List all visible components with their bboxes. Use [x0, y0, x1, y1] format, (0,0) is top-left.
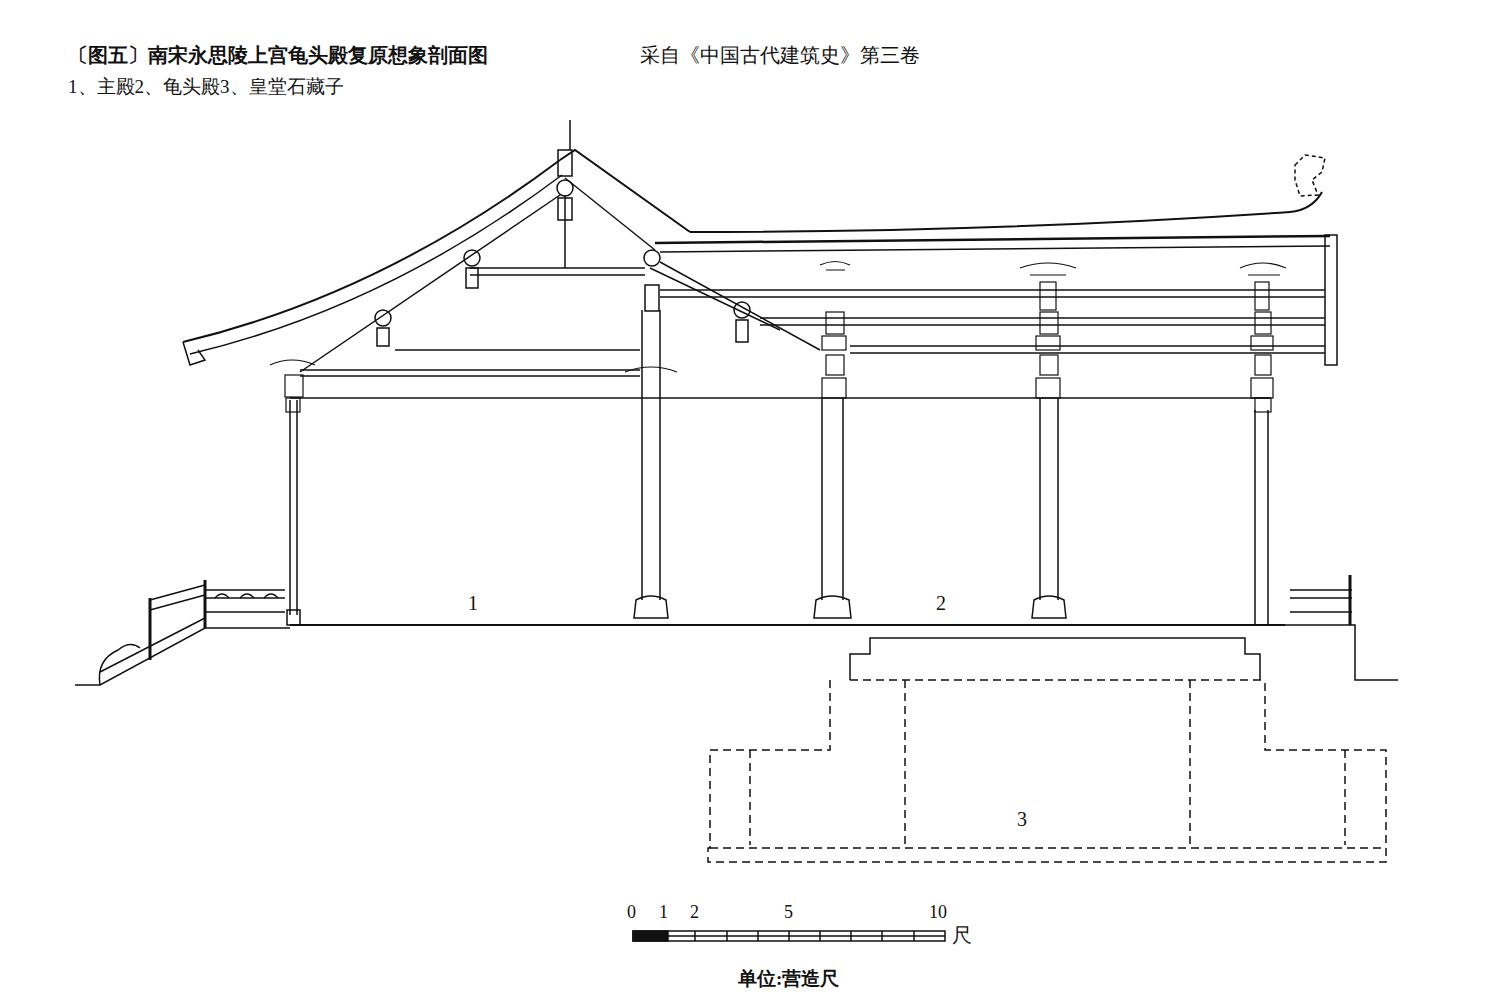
callout-number: 2 — [936, 592, 946, 615]
scale-number: 2 — [690, 902, 699, 923]
scale-number: 1 — [659, 902, 668, 923]
figure-title: 〔图五〕南宋永思陵上宫龟头殿复原想象剖面图 — [68, 44, 488, 67]
scale-number: 5 — [784, 902, 793, 923]
legend-note: 1、主殿2、龟头殿3、皇堂石藏子 — [68, 76, 344, 98]
scale-unit: 尺 — [952, 924, 972, 947]
source-note: 采自《中国古代建筑史》第三卷 — [640, 44, 920, 67]
stone-vault: 3 — [700, 630, 1395, 870]
scale-number: 10 — [929, 902, 947, 923]
scale-number: 0 — [627, 902, 636, 923]
callout-number: 3 — [1017, 808, 1027, 831]
vault-outline — [700, 630, 1395, 870]
unit-note: 单位:营造尺 — [738, 968, 839, 990]
callout-number: 1 — [468, 592, 478, 615]
